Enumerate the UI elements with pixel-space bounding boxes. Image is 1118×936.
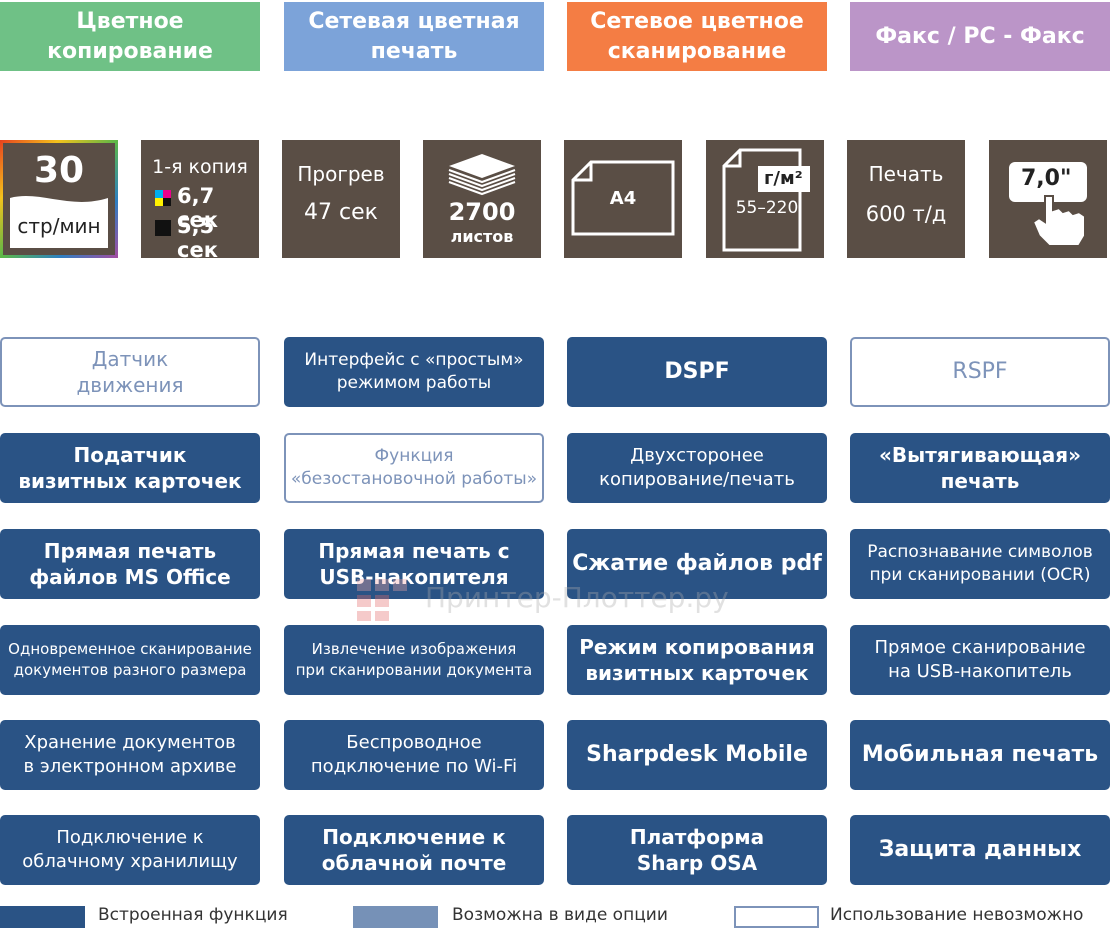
feature-box: Прямое сканирование на USB-накопитель [850, 625, 1110, 695]
feature-box: Двухсторонее копирование/печать [567, 433, 827, 503]
tile-capacity: 2700 листов [423, 140, 541, 258]
paper-size-value: A4 [609, 188, 637, 209]
feature-box: DSPF [567, 337, 827, 407]
legend-swatch-none [734, 906, 819, 928]
feature-box: Прямая печать файлов MS Office [0, 529, 260, 599]
legend-swatch-option [353, 906, 438, 928]
feature-box: Одновременное сканирование документов ра… [0, 625, 260, 695]
speed-gradient-frame [0, 140, 118, 258]
tile-warmup: Прогрев 47 сек [282, 140, 400, 258]
resolution-value: 600 т/д [865, 202, 947, 226]
feature-box: Хранение документов в электронном архиве [0, 720, 260, 790]
category-fax: Факс / PC - Факс [850, 2, 1110, 71]
touchscreen-value: 7,0" [1021, 166, 1072, 191]
feature-box: Распознавание символов при сканировании … [850, 529, 1110, 599]
first-copy-bw: 5,5 сек [177, 214, 218, 262]
feature-box: Sharpdesk Mobile [567, 720, 827, 790]
feature-box: Извлечение изображения при сканировании … [284, 625, 544, 695]
feature-box: Платформа Sharp OSA [567, 815, 827, 885]
feature-box: Податчик визитных карточек [0, 433, 260, 503]
capacity-unit: листов [450, 227, 514, 246]
feature-box: Датчик движения [0, 337, 260, 407]
feature-box: Мобильная печать [850, 720, 1110, 790]
legend-label-builtin: Встроенная функция [98, 905, 288, 925]
resolution-title: Печать [868, 162, 944, 186]
watermark-logo-icon [357, 579, 407, 621]
feature-box: Сжатие файлов pdf [567, 529, 827, 599]
feature-box: RSPF [850, 337, 1110, 407]
tile-first-copy: 1-я копия 6,7 сек 5,5 сек [141, 140, 259, 262]
feature-box: Функция «безостановочной работы» [284, 433, 544, 503]
warmup-value: 47 сек [304, 200, 378, 225]
first-copy-color: 6,7 сек [177, 184, 218, 232]
feature-box: Режим копирования визитных карточек [567, 625, 827, 695]
category-color-copy: Цветное копирование [0, 2, 260, 71]
first-copy-title: 1-я копия [152, 156, 248, 178]
feature-box: Беспроводное подключение по Wi-Fi [284, 720, 544, 790]
category-network-scan: Сетевое цветное сканирование [567, 2, 827, 71]
tile-paper-weight: г/м² 55–220 [706, 140, 824, 258]
feature-box: Подключение к облачной почте [284, 815, 544, 885]
legend-label-none: Использование невозможно [830, 905, 1084, 925]
feature-box: Интерфейс с «простым» режимом работы [284, 337, 544, 407]
watermark-text: Принтер-Плоттер.ру [425, 581, 729, 614]
tile-speed: 30 стр/мин [0, 140, 118, 258]
color-squares-icon [155, 190, 171, 206]
speed-value: 30 [33, 150, 85, 191]
tile-paper-size: A4 [564, 140, 682, 258]
capacity-value: 2700 [448, 198, 516, 226]
watermark: Принтер-Плоттер.ру [355, 577, 755, 623]
legend-label-option: Возможна в виде опции [452, 905, 668, 925]
tile-resolution: Печать 600 т/д [847, 140, 965, 258]
warmup-title: Прогрев [297, 162, 385, 186]
touch-hand-icon [1009, 162, 1087, 247]
black-square-icon [155, 220, 171, 236]
tile-touchscreen: 7,0" [989, 140, 1107, 258]
feature-box: «Вытягивающая» печать [850, 433, 1110, 503]
feature-box: Подключение к облачному хранилищу [0, 815, 260, 885]
paper-weight-value: 55–220 [735, 198, 799, 218]
category-network-print: Сетевая цветная печать [284, 2, 544, 71]
speed-unit: стр/мин [17, 214, 101, 238]
paper-weight-icon [722, 148, 810, 252]
legend-swatch-builtin [0, 906, 85, 928]
paper-sheet-icon [571, 160, 675, 236]
feature-box: Защита данных [850, 815, 1110, 885]
paper-stack-icon [448, 154, 516, 196]
paper-weight-unit: г/м² [764, 168, 803, 189]
feature-box: Прямая печать с USB-накопителя [284, 529, 544, 599]
